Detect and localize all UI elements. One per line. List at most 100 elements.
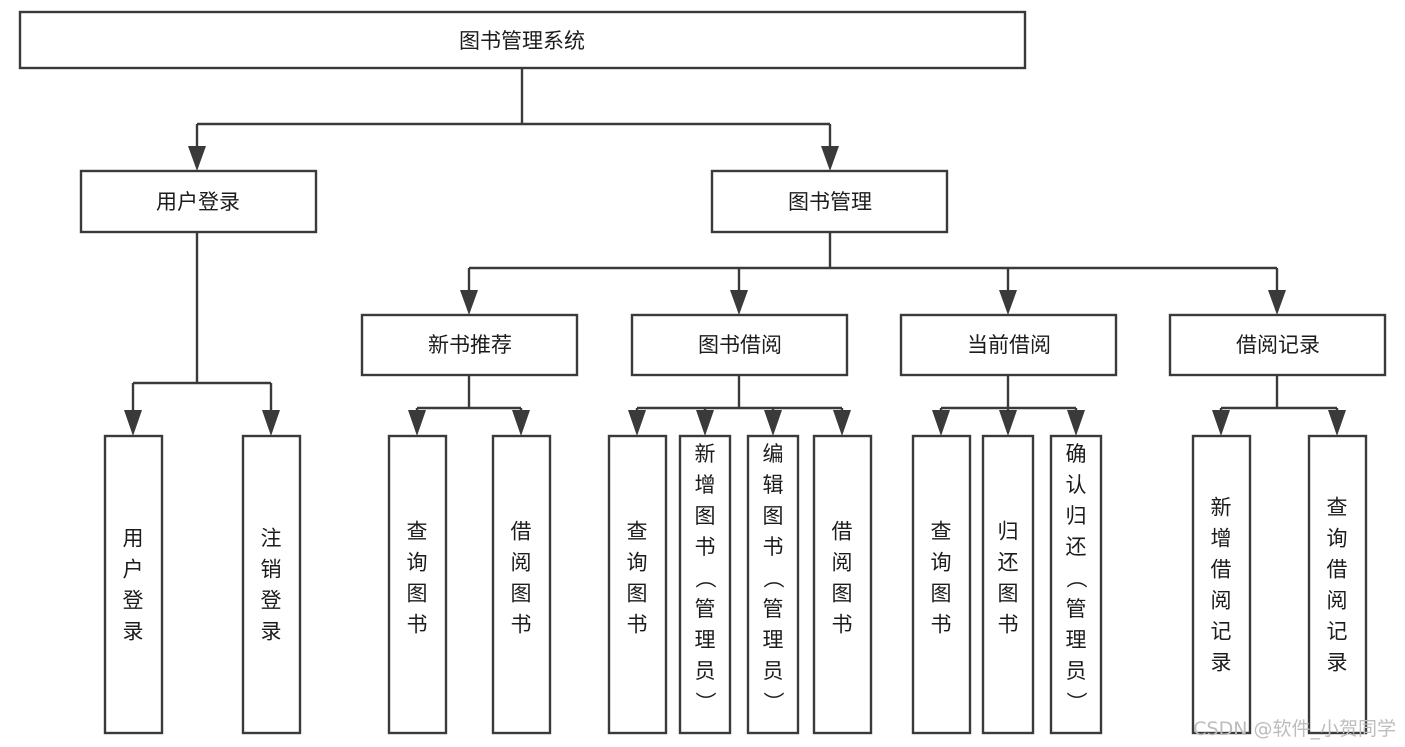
leaf-node-edit-book-box[interactable]: [746, 434, 800, 735]
svg-text:阅: 阅: [1327, 589, 1348, 613]
arrow-head-leaf-add-record: [1212, 410, 1230, 436]
node-root[interactable]: 图书管理系统: [18, 10, 1027, 70]
leaf-node-query-book-1-box[interactable]: [387, 434, 448, 735]
leaf-node-query-book-2-box[interactable]: [607, 434, 668, 735]
svg-text:查: 查: [407, 520, 428, 544]
svg-text:管: 管: [1066, 597, 1087, 621]
svg-text:询: 询: [1327, 527, 1348, 551]
leaf-node-user-login-label: 用户登录: [123, 527, 144, 644]
node-current-borrow-box[interactable]: [899, 313, 1118, 377]
leaf-node-borrow-book-1-box[interactable]: [491, 434, 552, 735]
node-current-borrow[interactable]: 当前借阅: [899, 313, 1118, 377]
svg-text:（: （: [761, 568, 785, 589]
svg-text:录: 录: [1211, 651, 1232, 675]
node-new-book-rec-box[interactable]: [360, 313, 579, 377]
svg-text:阅: 阅: [1211, 589, 1232, 613]
svg-text:记: 记: [1211, 620, 1232, 644]
node-book-manage-box[interactable]: [710, 169, 949, 234]
connector-group-current-borrow: [932, 375, 1085, 436]
arrow-head-leaf-borrow-book-1: [512, 410, 530, 436]
svg-text:辑: 辑: [763, 473, 784, 497]
leaf-node-logout-box[interactable]: [241, 434, 302, 735]
svg-text:书: 书: [931, 613, 952, 637]
connector-group-user-login: [124, 232, 280, 436]
leaf-node-query-record-box[interactable]: [1307, 434, 1368, 735]
svg-text:理: 理: [1066, 628, 1087, 652]
node-book-borrow-box[interactable]: [630, 313, 849, 377]
svg-text:录: 录: [123, 620, 144, 644]
svg-text:户: 户: [123, 558, 144, 582]
svg-text:查: 查: [931, 520, 952, 544]
node-book-borrow[interactable]: 图书借阅: [630, 313, 849, 377]
arrow-head-current-borrow: [999, 290, 1017, 315]
node-user-login-box[interactable]: [79, 169, 318, 234]
svg-text:录: 录: [261, 620, 282, 644]
svg-text:记: 记: [1327, 620, 1348, 644]
svg-text:录: 录: [1327, 651, 1348, 675]
leaf-node-user-login-box[interactable]: [103, 434, 164, 735]
arrow-head-book-borrow: [730, 290, 748, 315]
leaf-node-confirm-return-box[interactable]: [1049, 434, 1103, 735]
csdn-watermark: CSDN @软件_小贺同学: [1193, 718, 1396, 740]
leaf-node-return-book-box[interactable]: [981, 434, 1035, 735]
connector-group-root: [188, 68, 839, 171]
arrow-head-leaf-query-book-2: [628, 410, 646, 436]
svg-text:阅: 阅: [832, 551, 853, 575]
arrow-head-new-book-rec: [460, 290, 478, 315]
arrow-head-borrow-record: [1268, 290, 1286, 315]
svg-text:增: 增: [695, 473, 716, 497]
connector-group-borrow-record: [1212, 375, 1346, 436]
node-borrow-record[interactable]: 借阅记录: [1168, 313, 1387, 377]
arrow-head-leaf-logout: [262, 410, 280, 436]
svg-text:管: 管: [695, 597, 716, 621]
svg-text:图: 图: [763, 504, 784, 528]
leaf-node-add-book-box[interactable]: [678, 434, 732, 735]
node-root-box[interactable]: [18, 10, 1027, 70]
node-borrow-record-label: 借阅记录: [1236, 333, 1320, 357]
svg-text:员: 员: [1066, 659, 1087, 683]
svg-text:）: ）: [1064, 692, 1088, 713]
svg-text:（: （: [693, 568, 717, 589]
leaf-node-query-book-3-box[interactable]: [911, 434, 972, 735]
svg-text:图: 图: [407, 582, 428, 606]
svg-text:归: 归: [998, 520, 1019, 544]
svg-text:书: 书: [695, 535, 716, 559]
node-root-label: 图书管理系统: [459, 29, 585, 53]
svg-text:图: 图: [998, 582, 1019, 606]
svg-text:）: ）: [693, 692, 717, 713]
svg-text:询: 询: [627, 551, 648, 575]
node-user-login[interactable]: 用户登录: [79, 169, 318, 234]
svg-text:用: 用: [123, 527, 144, 551]
node-borrow-record-box[interactable]: [1168, 313, 1387, 377]
svg-text:图: 图: [627, 582, 648, 606]
svg-text:注: 注: [261, 527, 282, 551]
leaf-node-user-login[interactable]: 用户登录: [103, 434, 164, 735]
leaf-node-borrow-book-2-box[interactable]: [812, 434, 873, 735]
node-new-book-rec[interactable]: 新书推荐: [360, 313, 579, 377]
svg-text:还: 还: [998, 551, 1019, 575]
arrow-head-book-manage: [821, 146, 839, 171]
svg-text:理: 理: [763, 628, 784, 652]
leaf-node-add-record-box[interactable]: [1191, 434, 1252, 735]
svg-text:销: 销: [261, 558, 282, 582]
node-book-manage[interactable]: 图书管理: [710, 169, 949, 234]
svg-text:借: 借: [1327, 558, 1348, 582]
